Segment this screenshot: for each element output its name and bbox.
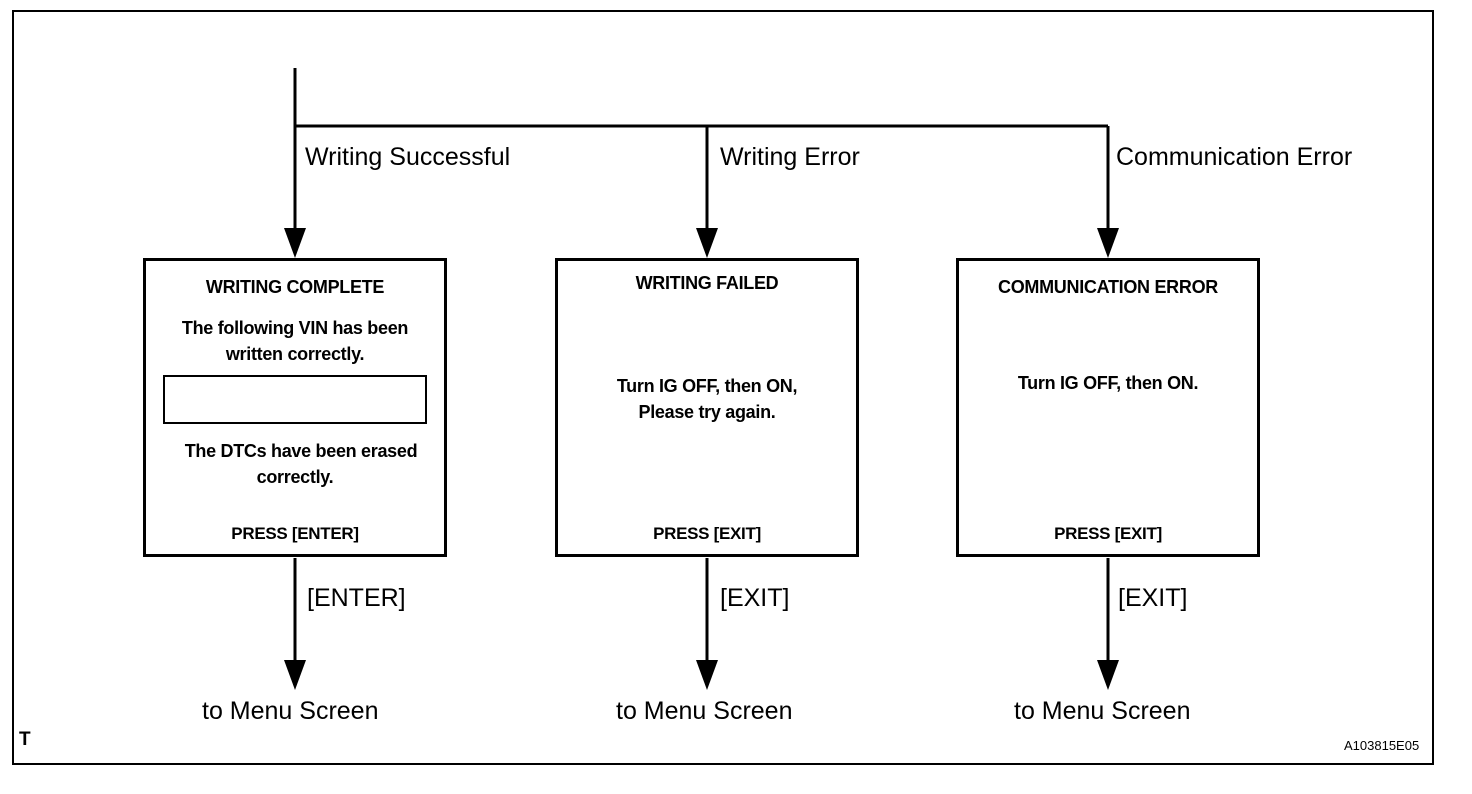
screen-prompt: PRESS [EXIT] bbox=[653, 524, 761, 543]
screen-title: WRITING FAILED bbox=[635, 273, 779, 293]
vin-display-field bbox=[163, 375, 427, 424]
screen-message: Turn IG OFF, then ON, bbox=[616, 376, 798, 396]
destination-label: to Menu Screen bbox=[1014, 697, 1191, 725]
screen-writing-complete: WRITING COMPLETE The following VIN has b… bbox=[143, 258, 447, 557]
screen-message: Turn IG OFF, then ON. bbox=[1017, 373, 1199, 393]
screen-message: written correctly. bbox=[225, 344, 365, 364]
diagram-frame bbox=[12, 10, 1434, 765]
condition-label-success: Writing Successful bbox=[305, 143, 511, 171]
screen-prompt: PRESS [EXIT] bbox=[1054, 524, 1162, 543]
key-label-exit: [EXIT] bbox=[1118, 584, 1188, 612]
condition-label-comm-error: Communication Error bbox=[1116, 143, 1353, 171]
screen-message: Please try again. bbox=[638, 402, 776, 422]
screen-prompt: PRESS [ENTER] bbox=[231, 524, 359, 543]
screen-title: WRITING COMPLETE bbox=[205, 277, 385, 297]
screen-writing-failed: WRITING FAILED Turn IG OFF, then ON, Ple… bbox=[555, 258, 859, 557]
arrowhead-success bbox=[284, 228, 306, 258]
destination-label: to Menu Screen bbox=[616, 697, 793, 725]
screen-message: The DTCs have been erased bbox=[184, 441, 418, 461]
figure-code: A103815E05 bbox=[1344, 738, 1420, 753]
screen-message: correctly. bbox=[256, 467, 334, 487]
key-label-enter: [ENTER] bbox=[307, 584, 406, 612]
arrowhead-comm-error bbox=[1097, 228, 1119, 258]
screen-title: COMMUNICATION ERROR bbox=[998, 277, 1218, 297]
key-label-exit: [EXIT] bbox=[720, 584, 790, 612]
arrowhead-exit-comm-error bbox=[1097, 660, 1119, 690]
arrowhead-exit-success bbox=[284, 660, 306, 690]
condition-label-write-error: Writing Error bbox=[720, 143, 860, 171]
arrowhead-exit-write-error bbox=[696, 660, 718, 690]
arrowhead-write-error bbox=[696, 228, 718, 258]
destination-label: to Menu Screen bbox=[202, 697, 379, 725]
screen-communication-error: COMMUNICATION ERROR Turn IG OFF, then ON… bbox=[956, 258, 1260, 557]
screen-message: The following VIN has been bbox=[181, 318, 409, 338]
corner-mark: T bbox=[19, 729, 31, 750]
